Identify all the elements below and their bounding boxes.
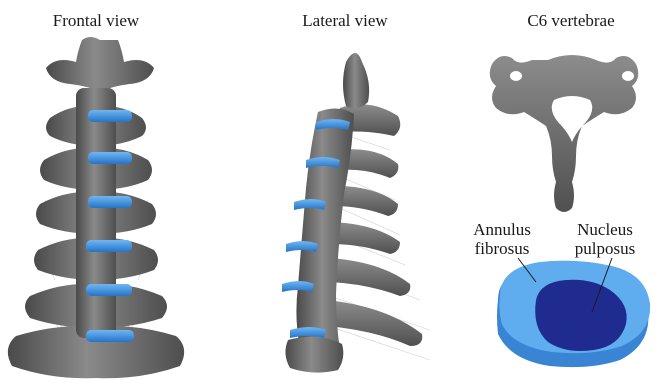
frontal-disc-5 [86,284,132,296]
lateral-c1 [343,53,369,108]
lateral-c7 [285,337,343,373]
frontal-disc-2 [88,152,132,164]
intervertebral-disc [497,258,650,367]
frontal-column [76,88,116,338]
lateral-process-5 [330,258,410,296]
c6-transverse-foramen-right [622,71,634,81]
frontal-disc-6 [86,330,134,342]
frontal-c1 [46,37,154,92]
c6-vertebra [490,55,639,212]
lateral-spine [282,53,430,373]
frontal-disc-1 [88,110,132,122]
frontal-disc-3 [88,196,132,208]
frontal-spine [8,37,184,378]
c6-transverse-foramen-left [510,71,522,81]
lateral-process-6 [326,300,422,346]
frontal-disc-4 [86,240,132,252]
